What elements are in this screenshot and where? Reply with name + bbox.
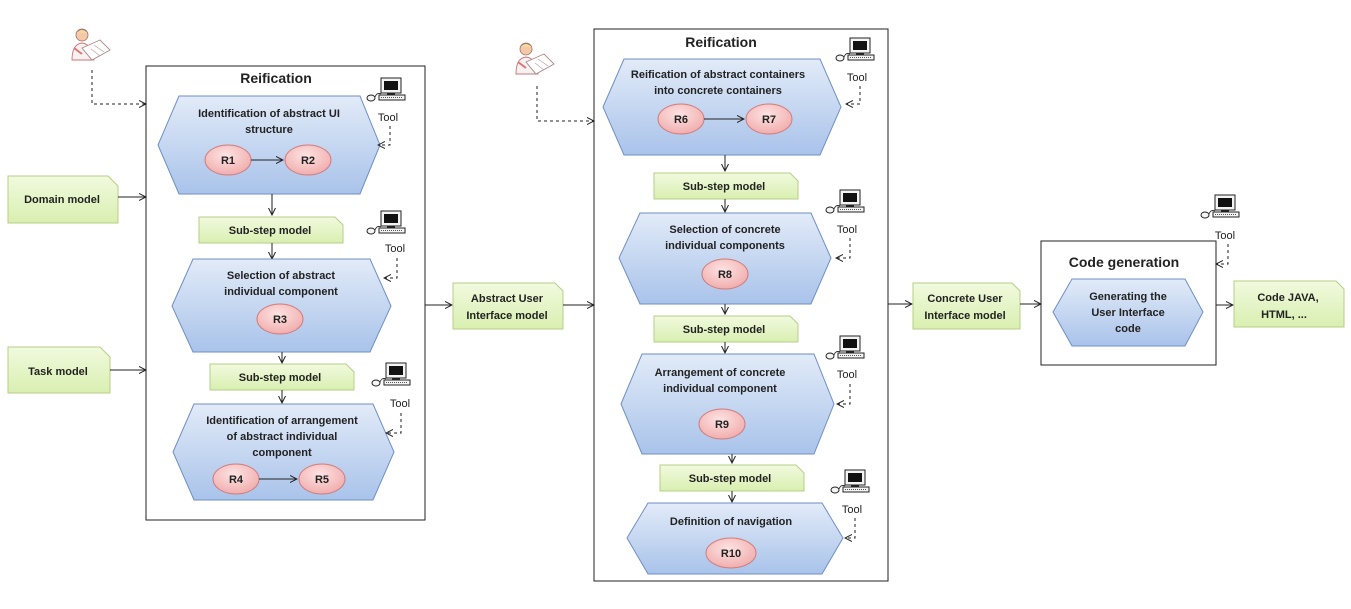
tool-computer-icon bbox=[1200, 194, 1240, 219]
step-title-line: individual component bbox=[663, 383, 777, 395]
tool-label: Tool bbox=[837, 369, 857, 381]
step-title-line: of abstract individual bbox=[227, 431, 338, 443]
tool-computer-icon bbox=[825, 335, 865, 360]
tool-label: Tool bbox=[847, 72, 867, 84]
rule-label: R4 bbox=[229, 474, 244, 486]
tool-computer-icon bbox=[835, 37, 875, 62]
tool-label: Tool bbox=[1215, 230, 1235, 242]
tool-label: Tool bbox=[842, 504, 862, 516]
substep-label: Sub-step model bbox=[689, 473, 772, 485]
rule-label: R8 bbox=[718, 269, 732, 281]
rule-label: R5 bbox=[315, 474, 329, 486]
task-model-label: Task model bbox=[28, 366, 88, 378]
step-arrangement-abstract-component: Identification of arrangement of abstrac… bbox=[172, 403, 395, 501]
step-abstract-ui-structure: Identification of abstract UI structure … bbox=[157, 95, 381, 195]
reification-box-1 bbox=[145, 65, 426, 521]
step-title-line: into concrete containers bbox=[654, 85, 782, 97]
task-model-note: Task model bbox=[7, 346, 111, 394]
substep-model-note: Sub-step model bbox=[653, 172, 799, 200]
step-title-line: component bbox=[252, 447, 312, 459]
code-output-note: Code JAVA, HTML, ... bbox=[1233, 280, 1345, 328]
concrete-ui-model-line: Concrete User bbox=[927, 293, 1003, 305]
step-title-line: Identification of arrangement bbox=[206, 415, 358, 427]
code-generation-box bbox=[1040, 240, 1217, 366]
substep-model-note: Sub-step model bbox=[209, 363, 355, 391]
rule-r5 bbox=[298, 463, 346, 495]
step-title-line: Definition of navigation bbox=[670, 516, 792, 528]
reification-title-1: Reification bbox=[240, 70, 312, 86]
substep-model-note: Sub-step model bbox=[198, 216, 344, 244]
abstract-ui-model-line: Abstract User bbox=[471, 293, 544, 305]
rule-label: R9 bbox=[715, 419, 729, 431]
step-title-line: Identification of abstract UI bbox=[198, 108, 340, 120]
step-abstract-individual-component: Selection of abstract individual compone… bbox=[171, 258, 392, 353]
substep-label: Sub-step model bbox=[683, 324, 766, 336]
step-title-line: Generating the bbox=[1089, 291, 1167, 303]
designer-dashed-arrow bbox=[91, 70, 146, 104]
step-title-line: structure bbox=[245, 124, 293, 136]
tool-computer-icon bbox=[366, 210, 406, 235]
code-output-line: HTML, ... bbox=[1261, 309, 1307, 321]
substep-label: Sub-step model bbox=[229, 225, 312, 237]
concrete-ui-model-note: Concrete User Interface model bbox=[912, 282, 1021, 330]
step-title-line: Selection of abstract bbox=[227, 270, 336, 282]
rule-r2 bbox=[284, 144, 332, 176]
step-title-line: code bbox=[1115, 323, 1141, 335]
step-title-line: individual component bbox=[224, 286, 338, 298]
rule-label: R10 bbox=[721, 548, 741, 560]
code-generation-title: Code generation bbox=[1069, 254, 1179, 270]
rule-r10 bbox=[705, 537, 757, 569]
abstract-ui-model-note: Abstract User Interface model bbox=[452, 282, 564, 330]
step-concrete-individual-components: Selection of concrete individual compone… bbox=[618, 212, 832, 305]
step-title-line: Reification of abstract containers bbox=[631, 69, 805, 81]
step-title-line: Arrangement of concrete bbox=[655, 367, 786, 379]
rule-label: R1 bbox=[221, 155, 235, 167]
tool-computer-icon bbox=[371, 362, 411, 387]
code-output-line: Code JAVA, bbox=[1257, 292, 1318, 304]
designer-dashed-arrow bbox=[536, 86, 594, 121]
domain-model-note: Domain model bbox=[7, 175, 119, 224]
rule-label: R3 bbox=[273, 314, 287, 326]
substep-label: Sub-step model bbox=[683, 181, 766, 193]
rule-r8 bbox=[701, 258, 749, 290]
substep-model-note: Sub-step model bbox=[653, 315, 799, 343]
rule-r9 bbox=[698, 408, 746, 440]
tool-label: Tool bbox=[378, 112, 398, 124]
substep-model-note: Sub-step model bbox=[659, 464, 805, 492]
step-definition-navigation: Definition of navigation R10 bbox=[626, 502, 844, 575]
rule-r7 bbox=[745, 103, 793, 135]
step-arrangement-concrete-component: Arrangement of concrete individual compo… bbox=[620, 353, 835, 455]
step-concrete-containers: Reification of abstract containers into … bbox=[602, 58, 842, 156]
designer-person-icon bbox=[71, 28, 111, 61]
tool-label: Tool bbox=[837, 224, 857, 236]
designer-person-icon bbox=[515, 42, 555, 75]
rule-label: R2 bbox=[301, 155, 315, 167]
concrete-ui-model-line: Interface model bbox=[924, 310, 1005, 322]
domain-model-label: Domain model bbox=[24, 194, 100, 206]
step-title-line: User Interface bbox=[1091, 307, 1164, 319]
rule-label: R6 bbox=[674, 114, 688, 126]
tool-computer-icon bbox=[825, 189, 865, 214]
rule-r3 bbox=[256, 303, 304, 335]
rule-label: R7 bbox=[762, 114, 776, 126]
tool-computer-icon bbox=[830, 469, 870, 494]
step-title-line: individual components bbox=[665, 240, 785, 252]
tool-computer-icon bbox=[366, 77, 406, 102]
step-generating-ui-code: Generating the User Interface code bbox=[1052, 278, 1204, 347]
substep-label: Sub-step model bbox=[239, 372, 322, 384]
tool-label: Tool bbox=[390, 398, 410, 410]
step-title-line: Selection of concrete bbox=[669, 224, 780, 236]
reification-title-2: Reification bbox=[685, 34, 757, 50]
abstract-ui-model-line: Interface model bbox=[466, 310, 547, 322]
reification-box-2 bbox=[593, 28, 889, 582]
tool-label: Tool bbox=[385, 243, 405, 255]
